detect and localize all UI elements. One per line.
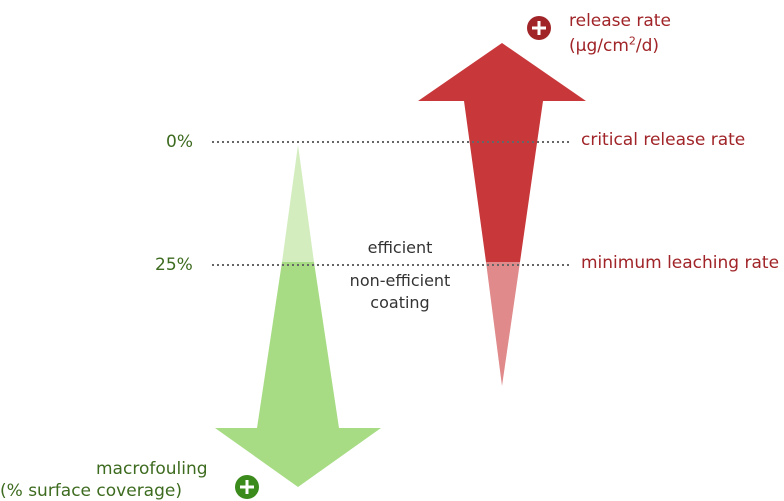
- macrofouling-arrow-faded-part: [282, 145, 314, 262]
- non-efficient-label: non-efficient: [349, 271, 451, 290]
- level-25-label: 25%: [155, 255, 193, 275]
- release-rate-arrow-faded-part: [486, 262, 520, 386]
- macrofouling-arrow: [215, 262, 381, 487]
- minimum-leaching-rate-label: minimum leaching rate: [581, 253, 780, 273]
- efficient-label: efficient: [367, 238, 433, 257]
- level-0-label: 0%: [166, 132, 193, 152]
- release-rate-unit-suffix: /d): [635, 36, 660, 56]
- release-rate-title: release rate: [569, 11, 671, 31]
- release-rate-plus-icon: [527, 16, 551, 40]
- macrofouling-title: macrofouling: [96, 459, 208, 479]
- release-rate-arrow: [418, 43, 586, 262]
- macrofouling-plus-icon: [235, 475, 259, 499]
- coating-label: coating: [370, 293, 430, 312]
- release-rate-unit-prefix: (µg/cm: [569, 36, 629, 56]
- release-rate-unit-exponent: 2: [628, 34, 636, 48]
- critical-release-rate-label: critical release rate: [581, 130, 746, 150]
- release-rate-unit: (µg/cm2/d): [569, 34, 660, 56]
- macrofouling-unit: (% surface coverage): [0, 481, 182, 501]
